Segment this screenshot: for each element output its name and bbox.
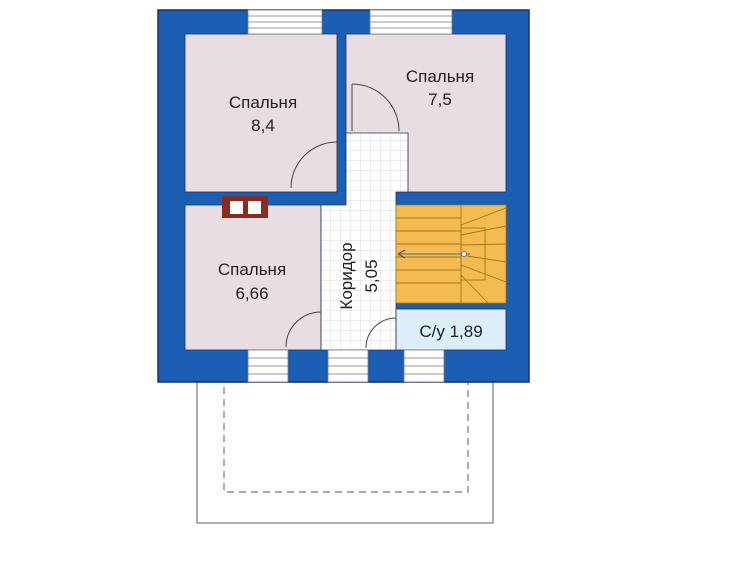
window-icon	[369, 9, 453, 35]
room-bedroom-1	[184, 33, 338, 193]
door-swing-icon	[351, 83, 400, 132]
bedroom-1-area: 8,4	[251, 116, 275, 135]
window-icon	[327, 349, 369, 383]
terrace	[196, 381, 494, 524]
staircase	[395, 204, 507, 304]
window-icon	[247, 9, 323, 35]
bedroom-3-name: Спальня	[218, 260, 286, 279]
window-icon	[403, 349, 445, 383]
door-swing-icon	[290, 141, 338, 189]
corridor-area: 5,05	[362, 259, 381, 292]
stair-arrow-icon	[397, 249, 406, 259]
chimney-icon	[222, 196, 268, 218]
bathroom-label: С/у 1,89	[419, 322, 482, 341]
terrace-outline	[196, 381, 494, 524]
door-swing-icon	[285, 311, 322, 348]
bedroom-3-area: 6,66	[235, 284, 268, 303]
bedroom-2-area: 7,5	[428, 90, 452, 109]
room-bathroom	[395, 308, 507, 351]
bedroom-2-name: Спальня	[406, 67, 474, 86]
terrace-dashed-outline	[223, 381, 469, 493]
window-icon	[247, 349, 289, 383]
bedroom-1-name: Спальня	[229, 93, 297, 112]
stair-walkline-end	[461, 251, 467, 257]
corridor-label: Коридор 5,05	[337, 242, 381, 309]
corridor-name: Коридор	[337, 242, 356, 309]
door-swing-icon	[365, 317, 397, 349]
